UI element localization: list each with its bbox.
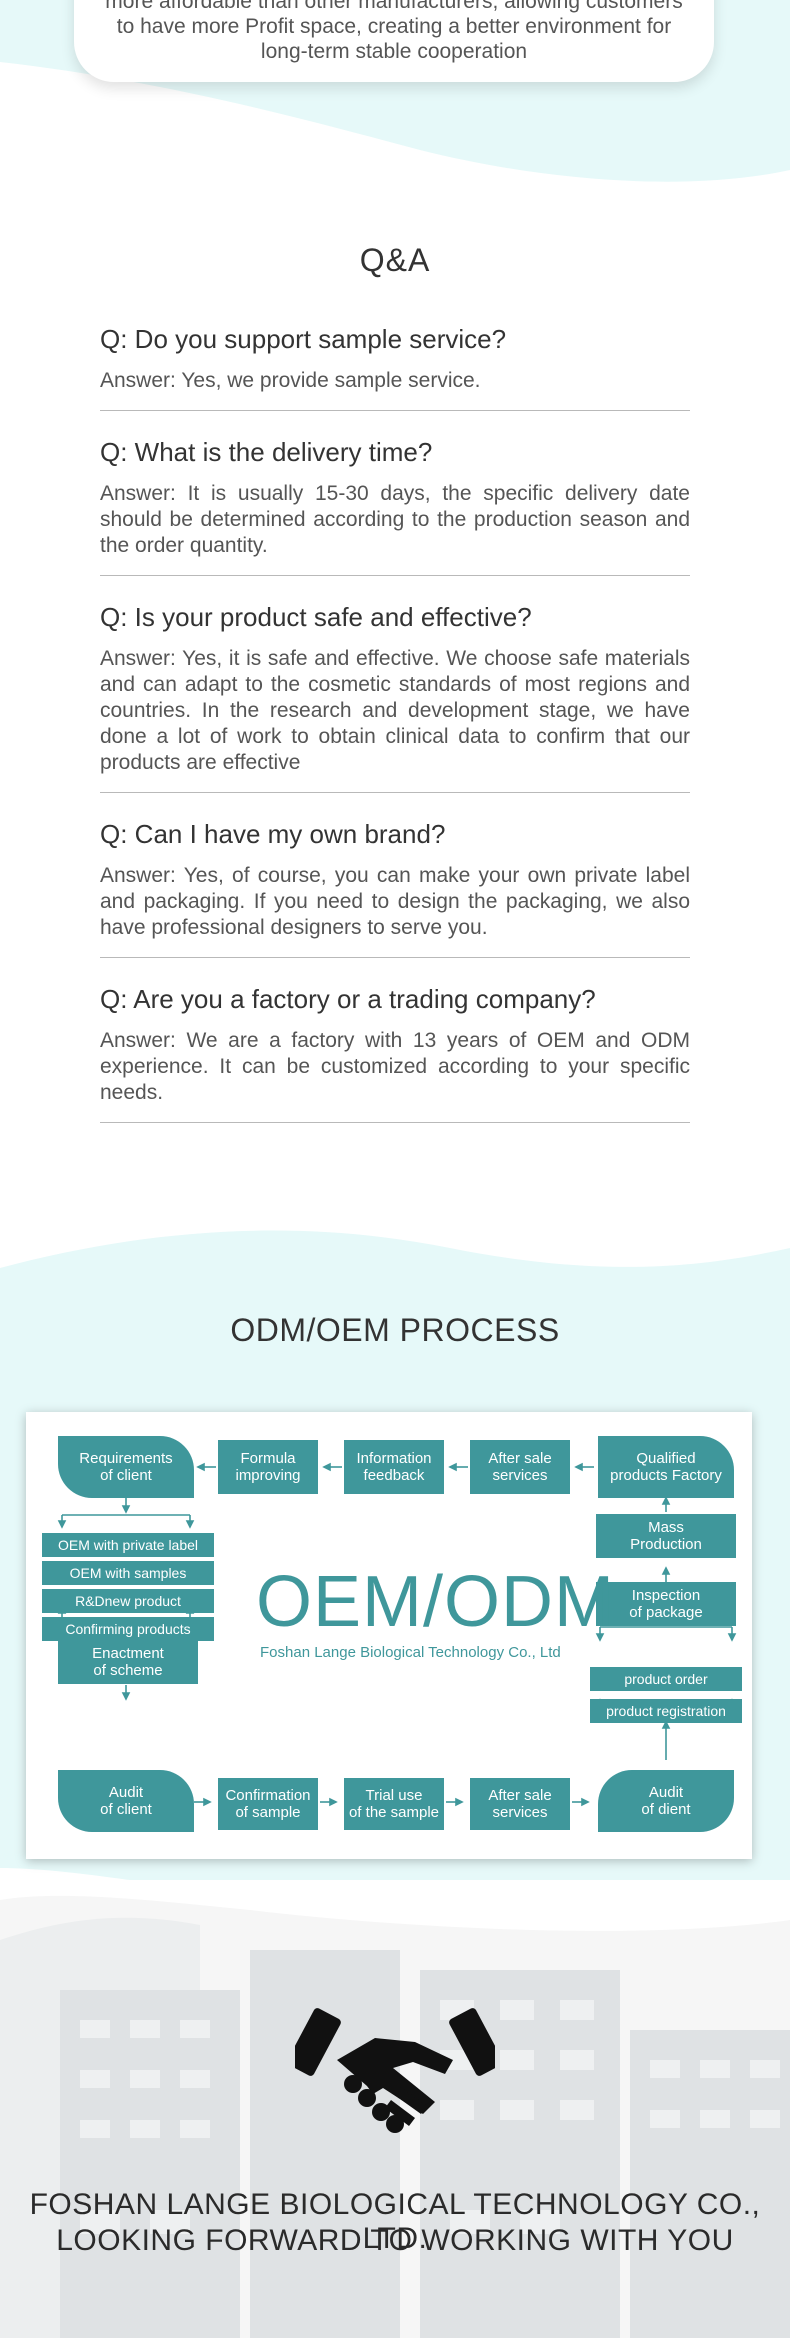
node-inspection: Inspection of package	[596, 1582, 736, 1626]
node-product-order: product order	[590, 1667, 742, 1691]
process-title: ODM/OEM PROCESS	[230, 1312, 560, 1348]
qa-list: Q: Do you support sample service? Answer…	[100, 322, 690, 1147]
qa-answer: Answer: Yes, of course, you can make you…	[100, 864, 690, 939]
qa-title: Q&A	[359, 242, 431, 278]
node-enactment: Enactment of scheme	[58, 1640, 198, 1684]
intro-text: more affordable than other manufacturers…	[94, 0, 694, 64]
qa-item: Q: Is your product safe and effective? A…	[100, 600, 690, 793]
node-private-label: OEM with private label	[42, 1533, 214, 1557]
qa-question: Q: What is the delivery time?	[100, 437, 433, 467]
node-audit-client: Audit of client	[58, 1770, 194, 1832]
footer-tagline: LOOKING FORWARD TO WORKING WITH YOU	[56, 2224, 734, 2257]
node-confirming: Confirming products	[42, 1617, 214, 1641]
node-after-sale-bottom: After sale services	[470, 1778, 570, 1830]
intro-line: more affordable than other manufacturers…	[105, 0, 683, 13]
qa-question: Q: Are you a factory or a trading compan…	[100, 984, 596, 1014]
footer-company-name: FOSHAN LANGE BIOLOGICAL TECHNOLOGY CO., …	[29, 2188, 761, 2255]
footer: FOSHAN LANGE BIOLOGICAL TECHNOLOGY CO., …	[0, 1880, 790, 2338]
qa-answer: Answer: Yes, we provide sample service.	[100, 369, 481, 392]
diagram-center-logo: OEM/ODM Foshan Lange Biological Technolo…	[256, 1562, 615, 1661]
node-audit-dient: Audit of dient	[598, 1770, 734, 1832]
qa-answer: Answer: We are a factory with 13 years o…	[100, 1029, 690, 1104]
node-rnd: R&Dnew product	[42, 1589, 214, 1613]
footer-building-background	[0, 1880, 790, 2338]
qa-answer: Answer: It is usually 15-30 days, the sp…	[100, 482, 690, 557]
qa-item: Q: Do you support sample service? Answer…	[100, 322, 690, 411]
intro-line: long-term stable cooperation	[260, 40, 528, 63]
qa-question: Q: Can I have my own brand?	[100, 819, 446, 849]
qa-item: Q: Can I have my own brand? Answer: Yes,…	[100, 817, 690, 958]
node-trial: Trial use of the sample	[344, 1778, 444, 1830]
node-confirmation: Confirmation of sample	[218, 1778, 318, 1830]
node-product-registration: product registration	[590, 1699, 742, 1723]
intro-card: more affordable than other manufacturers…	[74, 0, 714, 82]
node-after-sale-top: After sale services	[470, 1440, 570, 1494]
node-mass-production: Mass Production	[596, 1514, 736, 1558]
oem-odm-logo-text: OEM/ODM	[256, 1562, 615, 1642]
qa-question: Q: Do you support sample service?	[100, 324, 507, 354]
qa-item: Q: Are you a factory or a trading compan…	[100, 982, 690, 1123]
handshake-icon	[295, 2008, 495, 2133]
qa-answer: Answer: Yes, it is safe and effective. W…	[100, 647, 690, 774]
qa-item: Q: What is the delivery time? Answer: It…	[100, 435, 690, 576]
node-info-feedback: Information feedback	[344, 1440, 444, 1494]
company-subtitle: Foshan Lange Biological Technology Co., …	[260, 1644, 561, 1661]
process-diagram: Requirements of client Formula improving…	[26, 1412, 752, 1859]
intro-line: to have more Profit space, creating a be…	[116, 15, 672, 38]
node-formula: Formula improving	[218, 1440, 318, 1494]
node-qualified: Qualified products Factory	[598, 1436, 734, 1498]
node-samples: OEM with samples	[42, 1561, 214, 1585]
node-requirements: Requirements of client	[58, 1436, 194, 1498]
qa-question: Q: Is your product safe and effective?	[100, 602, 532, 632]
